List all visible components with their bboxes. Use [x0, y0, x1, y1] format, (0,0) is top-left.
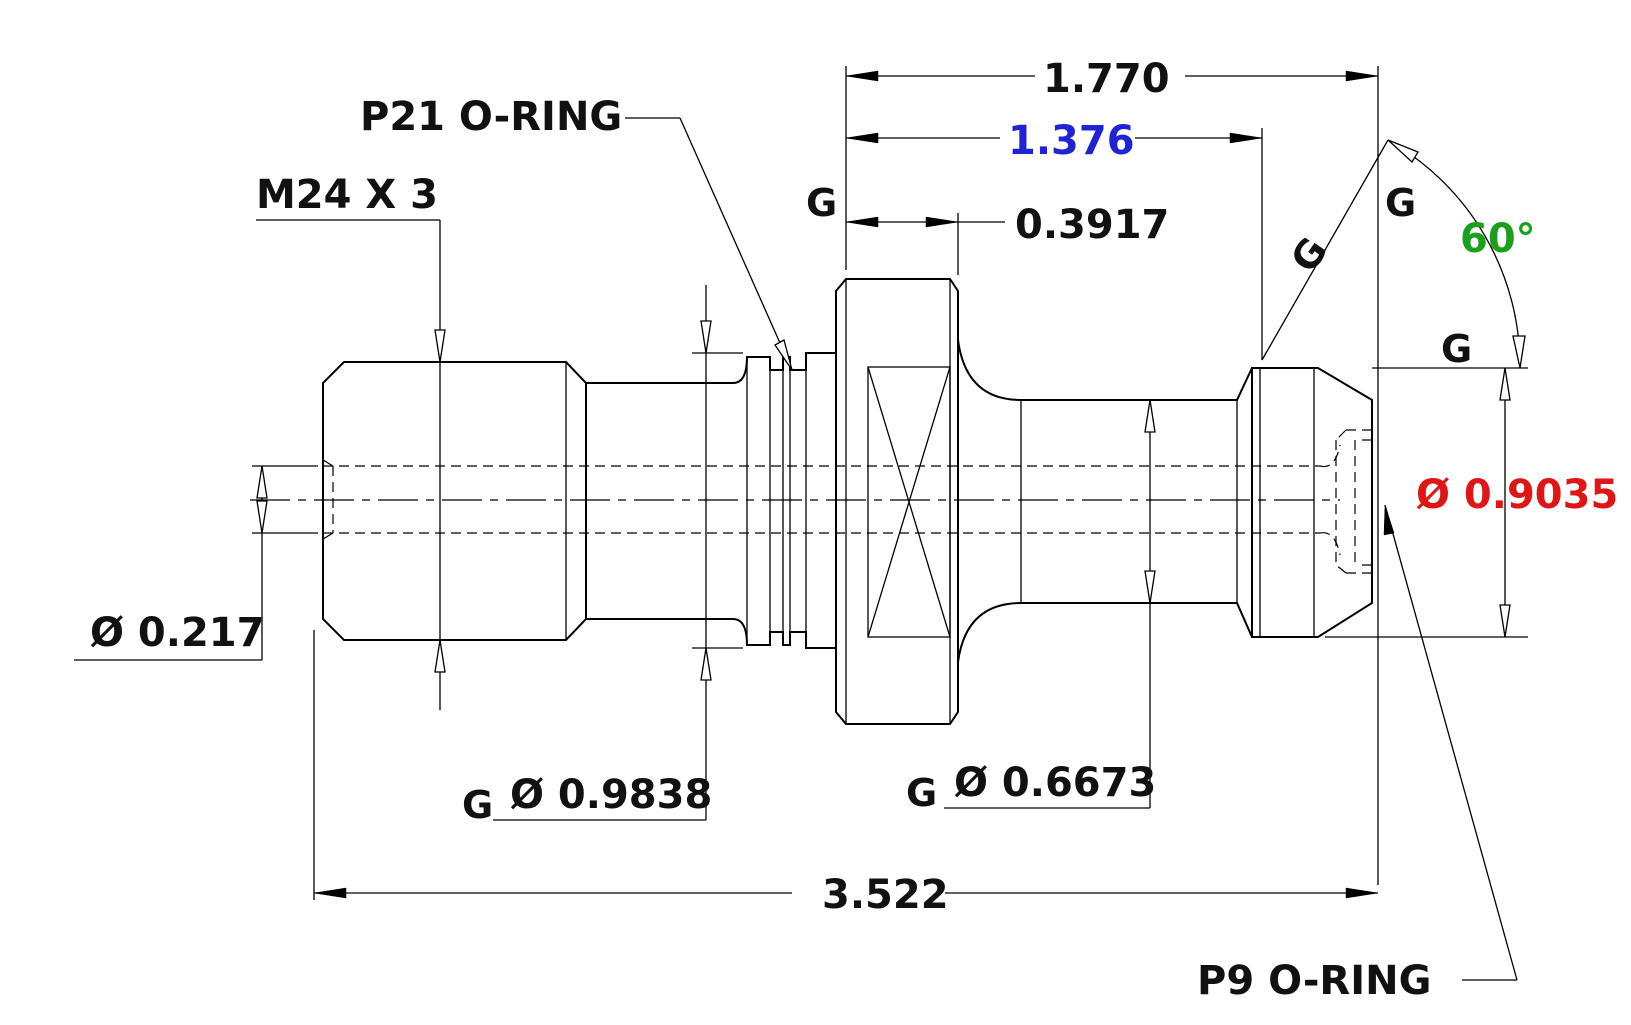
bore [250, 444, 1341, 556]
bore-label: Ø 0.217 [90, 610, 264, 656]
head-label: Ø 0.9035 [1416, 472, 1618, 518]
note-p9: P9 O-RING [1197, 504, 1518, 1004]
part-outline [322, 278, 1373, 725]
dim-groove: G Ø 0.9838 [462, 285, 743, 827]
p9-oring-label: P9 O-RING [1197, 958, 1431, 1004]
neck [957, 339, 1253, 663]
dim-overall-length: 3.522 [313, 630, 1379, 918]
g-symbol-flange: G [806, 181, 837, 225]
end-groove [1335, 429, 1373, 574]
dim-thread: M24 X 3 [256, 172, 446, 710]
dim-angle: 60° [1261, 139, 1536, 369]
angle-label: 60° [1460, 216, 1536, 262]
dim-1376-label: 1.376 [1008, 118, 1135, 164]
dim-flange-to-cone: 1.376 [845, 118, 1263, 360]
note-p21: P21 O-RING [360, 94, 793, 371]
wrench-flat [867, 366, 951, 638]
dim-bore: Ø 0.217 [74, 465, 318, 661]
g-symbol-cone-face: G [1441, 327, 1472, 371]
head [1251, 367, 1373, 638]
thread-label: M24 X 3 [256, 172, 438, 218]
dim-3522-label: 3.522 [822, 872, 949, 918]
dim-03917-label: 0.3917 [1015, 202, 1169, 248]
g-symbol-cone-angle: G [1282, 229, 1336, 280]
g-symbol-end: G [1385, 181, 1416, 225]
p21-oring-label: P21 O-RING [360, 94, 622, 140]
dim-1770-label: 1.770 [1043, 56, 1170, 102]
thread-section [322, 361, 587, 641]
dim-flange-width: 0.3917 [845, 202, 1169, 275]
dim-head: Ø 0.9035 [1325, 367, 1618, 638]
g-symbol-neck: G [906, 771, 937, 815]
dim-neck: G Ø 0.6673 [906, 399, 1156, 815]
groove-label: Ø 0.9838 [510, 772, 712, 818]
neck-label: Ø 0.6673 [954, 760, 1156, 806]
g-symbol-groove: G [462, 783, 493, 827]
flange [835, 278, 959, 725]
dim-flange-to-end: 1.770 [845, 56, 1379, 885]
